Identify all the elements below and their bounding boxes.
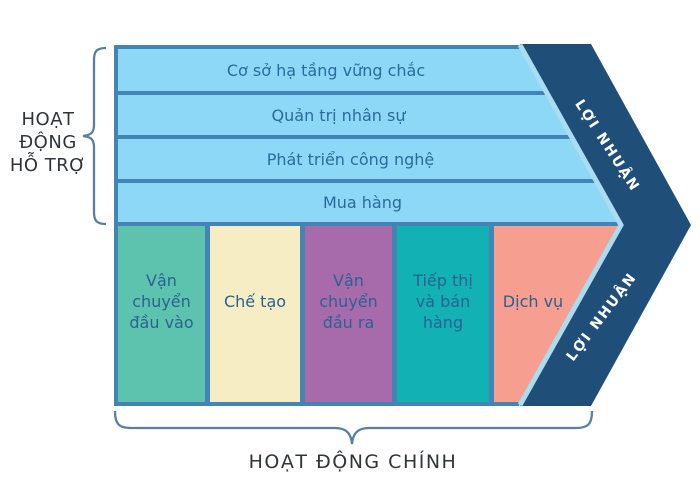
primary-column-shape-operations <box>210 226 300 402</box>
primary-column-shape-service <box>494 226 619 402</box>
support-bar-shape-technology <box>118 139 594 179</box>
primary-column-shape-outbound <box>305 226 392 402</box>
support-bar-label-hr: Quản trị nhân sự <box>271 105 406 125</box>
primary-column-label-inbound: Vận chuyển đầu vào <box>129 270 194 332</box>
primary-column-shape-marketing <box>397 226 489 402</box>
support-bar-shape-procurement <box>118 183 618 222</box>
primary-brace <box>113 410 594 445</box>
support-bar-label-procurement: Mua hàng <box>322 193 403 212</box>
support-bar-label-technology: Phát triển công nghệ <box>266 149 435 169</box>
primary-column-label-operations: Chế tạo <box>223 291 287 311</box>
support-activities-title: HOẠT ĐỘNG HỖ TRỢ <box>9 109 87 176</box>
profit-arrow-band <box>520 44 691 406</box>
diagonal-highlight <box>517 43 624 407</box>
primary-column-shape-inbound <box>118 226 205 402</box>
profit-label-bottom: LỢI NHUẬN <box>563 269 641 365</box>
primary-column-label-service: Dịch vụ <box>502 291 564 311</box>
primary-activities-title: HOẠT ĐỘNG CHÍNH <box>248 451 458 473</box>
primary-column-label-outbound: Vận chuyển đầu ra <box>319 270 378 332</box>
primary-column-label-marketing: Tiếp thị và bán hàng <box>413 270 473 332</box>
support-bar-shape-hr <box>118 95 570 135</box>
support-bar-label-infrastructure: Cơ sở hạ tầng vững chắc <box>226 60 426 80</box>
support-brace <box>82 46 107 226</box>
support-bar-shape-infrastructure <box>118 49 546 91</box>
